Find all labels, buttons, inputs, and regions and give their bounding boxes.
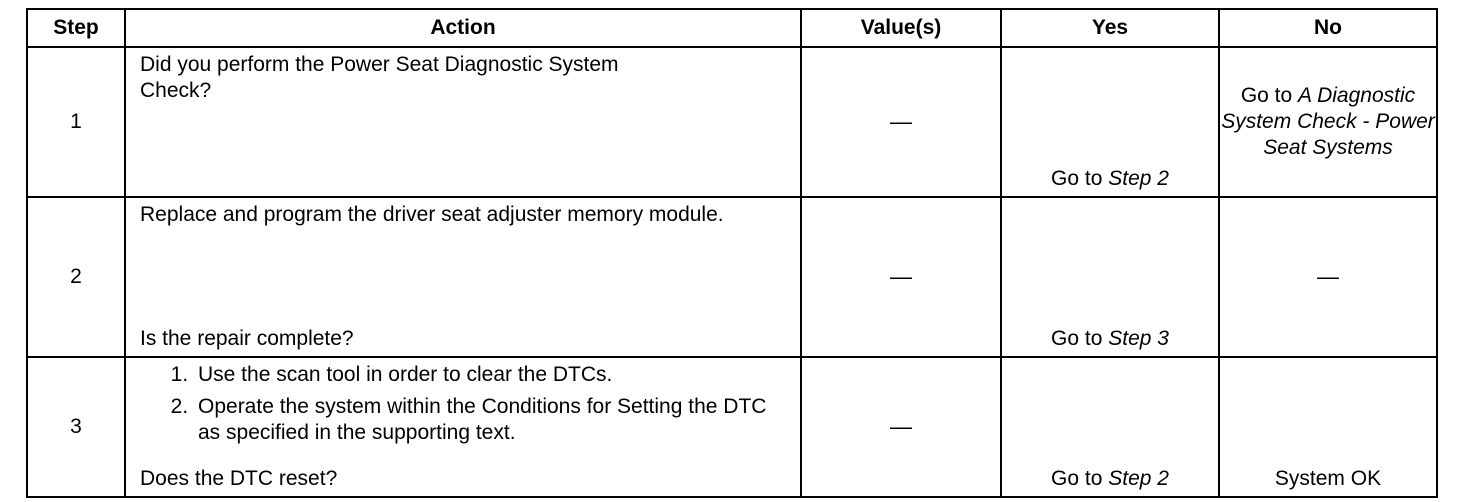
value-cell: —	[800, 356, 1002, 498]
yes-prefix: Go to	[1051, 467, 1109, 490]
value-dash: —	[890, 108, 912, 134]
yes-prefix: Go to	[1051, 167, 1109, 190]
value-dash: —	[890, 263, 912, 289]
header-no: No	[1218, 8, 1438, 48]
step-number: 3	[26, 356, 126, 498]
header-values: Value(s)	[800, 8, 1002, 48]
header-yes: Yes	[1000, 8, 1220, 48]
table-row: 1 Did you perform the Power Seat Diagnos…	[26, 46, 1438, 198]
action-cell: Use the scan tool in order to clear the …	[124, 356, 802, 498]
header-row: Step Action Value(s) Yes No	[26, 8, 1438, 48]
yes-link[interactable]: Step 2	[1108, 167, 1169, 190]
action-steps-list: Use the scan tool in order to clear the …	[140, 362, 786, 446]
header-action: Action	[124, 8, 802, 48]
no-result: System OK	[1274, 467, 1382, 490]
value-cell: —	[800, 46, 1002, 198]
yes-link[interactable]: Step 2	[1108, 467, 1169, 490]
action-question: Is the repair complete?	[140, 327, 354, 350]
yes-cell[interactable]: Go to Step 2	[1000, 356, 1220, 498]
action-text: Replace and program the driver seat adju…	[140, 203, 724, 226]
header-step: Step	[26, 8, 126, 48]
diagnostic-table: Step Action Value(s) Yes No 1 Did you pe…	[26, 8, 1438, 498]
no-dash: —	[1317, 263, 1339, 289]
step-number: 2	[26, 196, 126, 358]
action-step-item: Operate the system within the Conditions…	[194, 394, 786, 446]
step-number: 1	[26, 46, 126, 198]
no-cell[interactable]: Go to A Diagnostic System Check - Power …	[1218, 46, 1438, 198]
value-dash: —	[890, 413, 912, 439]
action-question: Does the DTC reset?	[140, 467, 338, 490]
no-cell: System OK	[1218, 356, 1438, 498]
no-cell: —	[1218, 196, 1438, 358]
action-text: Did you perform the Power Seat Diagnosti…	[140, 53, 619, 102]
no-prefix: Go to	[1240, 84, 1299, 107]
no-link[interactable]: A Diagnostic System Check - Power Seat S…	[1221, 84, 1435, 159]
table-row: 3 Use the scan tool in order to clear th…	[26, 356, 1438, 498]
yes-prefix: Go to	[1051, 327, 1109, 350]
action-cell: Did you perform the Power Seat Diagnosti…	[124, 46, 802, 198]
action-step-item: Use the scan tool in order to clear the …	[194, 362, 786, 388]
action-cell: Replace and program the driver seat adju…	[124, 196, 802, 358]
table-row: 2 Replace and program the driver seat ad…	[26, 196, 1438, 358]
value-cell: —	[800, 196, 1002, 358]
yes-link[interactable]: Step 3	[1108, 327, 1169, 350]
yes-cell[interactable]: Go to Step 2	[1000, 46, 1220, 198]
yes-cell[interactable]: Go to Step 3	[1000, 196, 1220, 358]
